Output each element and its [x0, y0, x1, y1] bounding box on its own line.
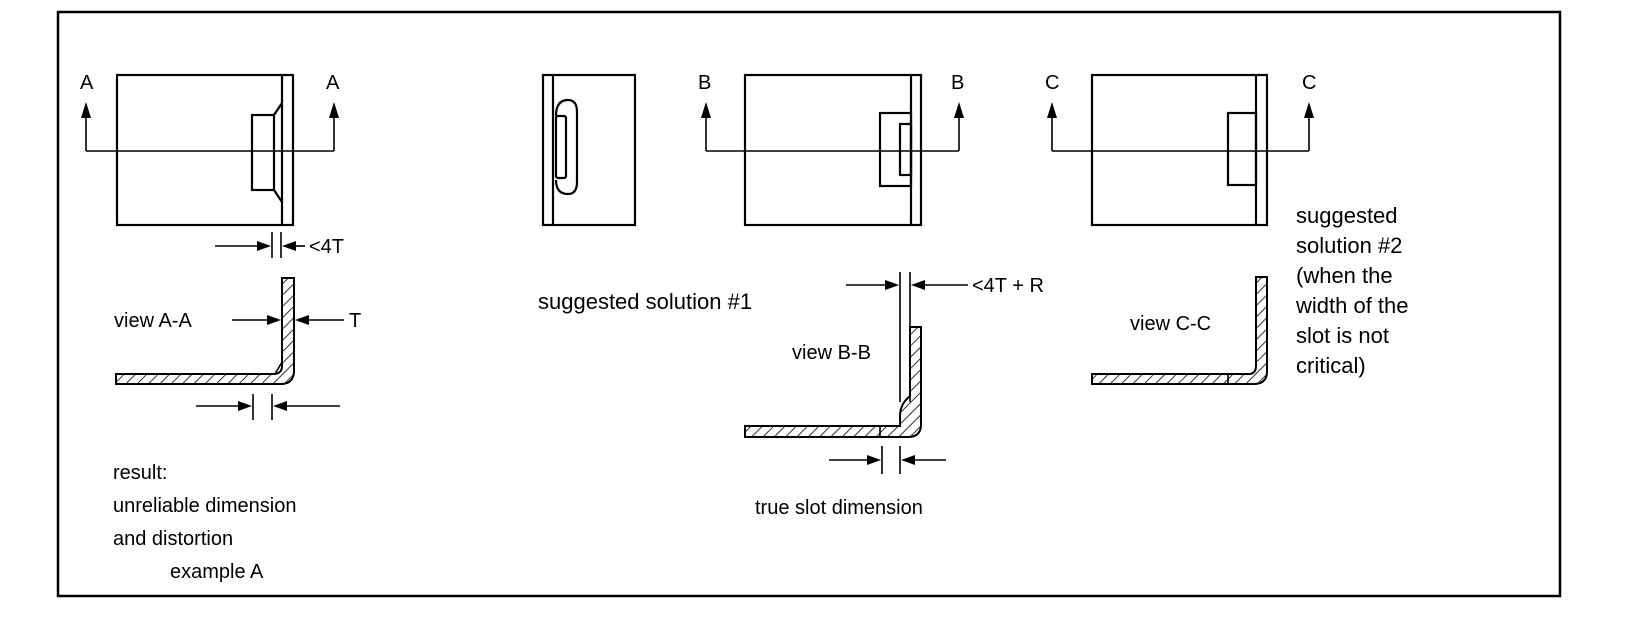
- suggested-2-text: suggested solution #2 (when the width of…: [1295, 203, 1409, 378]
- svg-text:unreliable dimension: unreliable dimension: [113, 495, 296, 517]
- diagram-frame: [56, 10, 1562, 598]
- label-t: T: [349, 310, 361, 332]
- label-view-aa: view A-A: [114, 310, 192, 332]
- label-view-bb: view B-B: [792, 342, 871, 364]
- svg-text:critical): critical): [1296, 353, 1366, 378]
- label-b-left: B: [698, 72, 711, 94]
- svg-text:width of the: width of the: [1295, 293, 1409, 318]
- plan-view-b: [701, 73, 964, 227]
- example-b: B B <4T + R suggested solution #1 view B…: [538, 72, 1044, 519]
- svg-text:(when the: (when the: [1296, 263, 1393, 288]
- label-suggested-1: suggested solution #1: [538, 289, 752, 314]
- svg-text:example A: example A: [170, 561, 264, 583]
- dimension-lt4tr: [846, 272, 968, 402]
- svg-text:suggested: suggested: [1296, 203, 1398, 228]
- label-view-cc: view C-C: [1130, 313, 1211, 335]
- label-lt4tr: <4T + R: [972, 275, 1044, 297]
- example-a: A A <4T view A-A: [80, 72, 361, 583]
- plan-view-c: [1047, 73, 1314, 227]
- label-a-left: A: [80, 72, 94, 94]
- label-b-right: B: [951, 72, 964, 94]
- label-true-slot: true slot dimension: [755, 497, 923, 519]
- section-view-c: [1091, 276, 1268, 385]
- example-c: C C view C-C suggested solution #2 (when…: [1045, 72, 1409, 385]
- label-a-right: A: [326, 72, 340, 94]
- dimension-lt4t: [215, 232, 305, 258]
- svg-text:solution #2: solution #2: [1296, 233, 1402, 258]
- section-view-a: [115, 277, 344, 420]
- svg-text:result:: result:: [113, 462, 167, 484]
- svg-text:slot is not: slot is not: [1296, 323, 1389, 348]
- label-c-left: C: [1045, 72, 1059, 94]
- svg-text:and distortion: and distortion: [113, 528, 233, 550]
- label-c-right: C: [1302, 72, 1316, 94]
- side-view-b: [541, 73, 637, 227]
- plan-view-a: [81, 73, 339, 227]
- result-text: result: unreliable dimension and distort…: [113, 462, 296, 583]
- section-view-b: [744, 326, 946, 474]
- label-lt4t: <4T: [309, 236, 344, 258]
